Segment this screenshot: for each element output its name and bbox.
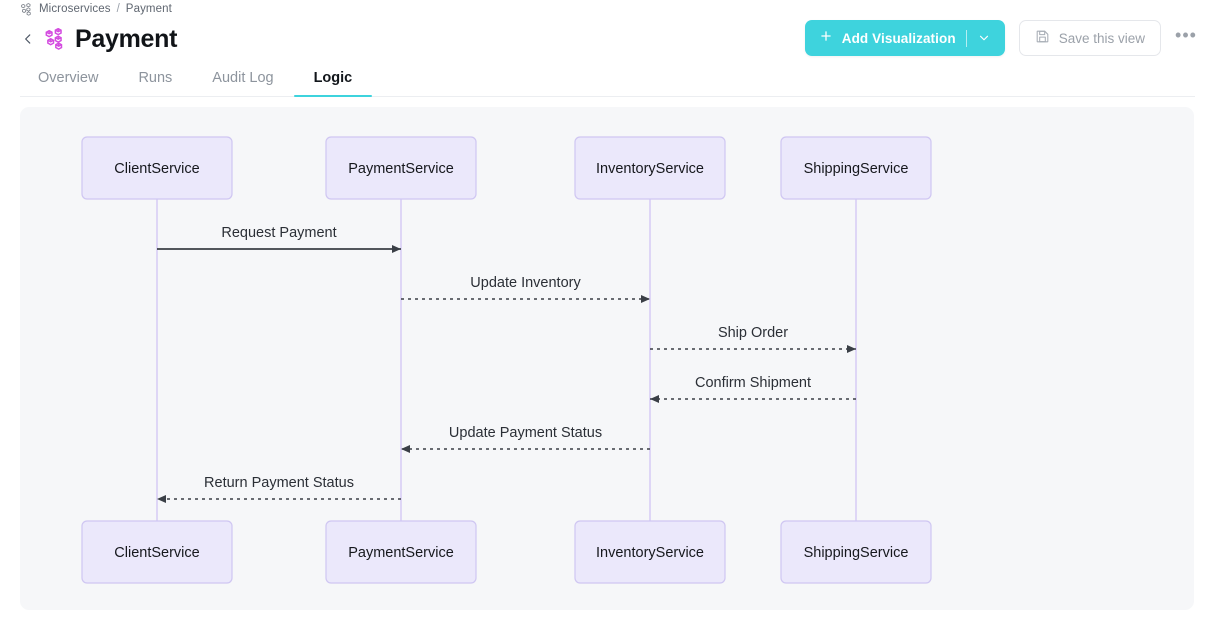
breadcrumb: Microservices / Payment	[20, 0, 172, 18]
add-visualization-button[interactable]: Add Visualization	[804, 20, 1005, 56]
participant-top-InventoryService[interactable]: InventoryService	[574, 136, 726, 200]
participant-top-ClientService[interactable]: ClientService	[81, 136, 233, 200]
title-microservices-cluster-icon	[44, 28, 66, 50]
plus-icon	[819, 29, 833, 46]
save-floppy-icon	[1035, 29, 1050, 47]
participant-top-PaymentService[interactable]: PaymentService	[325, 136, 477, 200]
participant-bottom-InventoryService[interactable]: InventoryService	[574, 520, 726, 584]
save-this-view-label: Save this view	[1058, 30, 1145, 46]
tab-bar: Overview Runs Audit Log Logic	[20, 60, 1195, 97]
message-label: Request Payment	[221, 225, 336, 241]
participant-box	[325, 136, 477, 200]
title-row: Payment	[20, 22, 1195, 56]
message-label: Update Inventory	[470, 275, 581, 291]
tab-audit-log-label: Audit Log	[212, 70, 274, 86]
participant-box	[780, 520, 932, 584]
participant-bottom-ShippingService[interactable]: ShippingService	[780, 520, 932, 584]
participant-box	[81, 136, 233, 200]
tab-overview-label: Overview	[38, 70, 99, 86]
participant-box	[574, 520, 726, 584]
breadcrumb-item-payment[interactable]: Payment	[125, 3, 172, 15]
participant-label: ShippingService	[804, 545, 909, 561]
breadcrumb-separator: /	[116, 3, 120, 15]
chevron-left-icon[interactable]	[20, 31, 36, 47]
chevron-down-icon[interactable]	[977, 31, 991, 45]
tab-logic[interactable]: Logic	[293, 60, 373, 97]
tab-audit-log[interactable]: Audit Log	[192, 60, 293, 96]
button-divider	[965, 29, 967, 47]
message-label: Confirm Shipment	[695, 375, 811, 391]
tab-runs[interactable]: Runs	[118, 60, 192, 96]
participant-label: ClientService	[114, 161, 199, 177]
microservices-cluster-icon	[20, 2, 33, 16]
participant-box	[780, 136, 932, 200]
add-visualization-label: Add Visualization	[841, 30, 956, 46]
participant-label: PaymentService	[348, 545, 454, 561]
page-title: Payment	[75, 24, 178, 53]
kebab-more-icon[interactable]: •••	[1175, 25, 1197, 45]
participant-top-ShippingService[interactable]: ShippingService	[780, 136, 932, 200]
tab-runs-label: Runs	[138, 70, 173, 86]
participant-label: PaymentService	[348, 161, 454, 177]
header-actions: Add Visualization Save this view •••	[804, 20, 1197, 56]
participant-bottom-ClientService[interactable]: ClientService	[81, 520, 233, 584]
participant-label: InventoryService	[596, 545, 704, 561]
participant-label: InventoryService	[596, 161, 704, 177]
message-label: Ship Order	[718, 325, 788, 341]
message-2[interactable]: Update Inventory	[401, 275, 650, 303]
message-label: Update Payment Status	[449, 425, 602, 441]
participant-label: ShippingService	[804, 161, 909, 177]
participant-box	[574, 136, 726, 200]
participant-bottom-PaymentService[interactable]: PaymentService	[325, 520, 477, 584]
tab-logic-label: Logic	[313, 70, 353, 86]
participant-box	[325, 520, 477, 584]
tab-overview[interactable]: Overview	[20, 60, 118, 96]
message-5[interactable]: Update Payment Status	[401, 425, 650, 453]
message-3[interactable]: Ship Order	[650, 325, 856, 353]
breadcrumb-item-microservices[interactable]: Microservices	[39, 3, 111, 15]
participant-box	[81, 520, 233, 584]
message-1[interactable]: Request Payment	[157, 225, 401, 253]
message-4[interactable]: Confirm Shipment	[650, 375, 856, 403]
message-6[interactable]: Return Payment Status	[157, 475, 401, 503]
save-this-view-button[interactable]: Save this view	[1018, 20, 1161, 56]
participant-label: ClientService	[114, 545, 199, 561]
message-label: Return Payment Status	[204, 475, 354, 491]
